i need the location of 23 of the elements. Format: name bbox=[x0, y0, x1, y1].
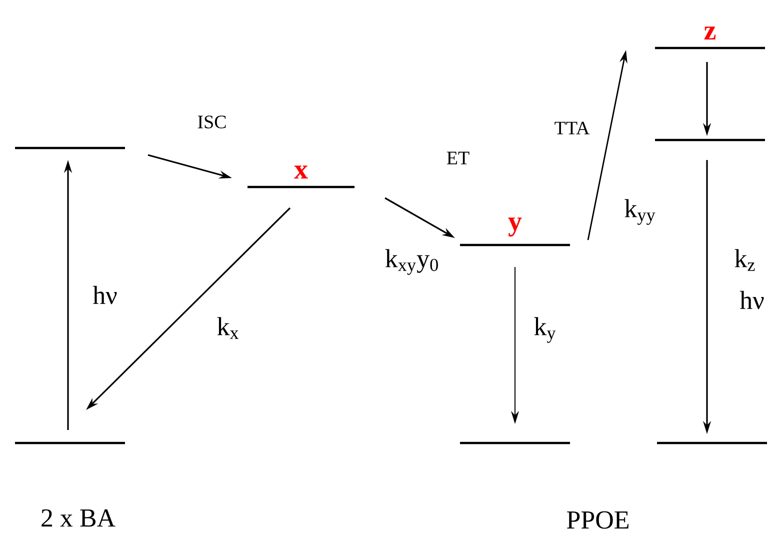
edge-label: ET bbox=[445, 150, 471, 166]
energy-level: z bbox=[655, 26, 765, 50]
energy-level bbox=[460, 442, 570, 444]
node-label: z bbox=[704, 26, 716, 40]
edge-label: k$_{z}$ bbox=[733, 248, 757, 272]
node-label: y bbox=[508, 218, 522, 236]
label: k$_{xy}$y$_{0}$ bbox=[385, 249, 438, 275]
energy-level bbox=[15, 442, 125, 444]
node-label: x bbox=[294, 166, 308, 178]
energy-level: x bbox=[248, 166, 354, 188]
edge-label: hν bbox=[92, 284, 118, 306]
energy-level: y bbox=[460, 218, 570, 246]
energy-level bbox=[657, 442, 767, 444]
label: PPOE bbox=[566, 511, 628, 529]
edge-label: TTA bbox=[553, 120, 591, 136]
energy-level bbox=[15, 146, 125, 150]
label: hν bbox=[740, 290, 764, 310]
label: 2 x BA bbox=[42, 509, 116, 527]
edge-label: ISC bbox=[196, 114, 228, 130]
edge-label: k$_{y}$ bbox=[532, 316, 558, 344]
label: k$_{yy}$ bbox=[624, 199, 656, 225]
edge-label: k$_{x}$ bbox=[216, 316, 240, 340]
energy-level bbox=[655, 138, 765, 142]
